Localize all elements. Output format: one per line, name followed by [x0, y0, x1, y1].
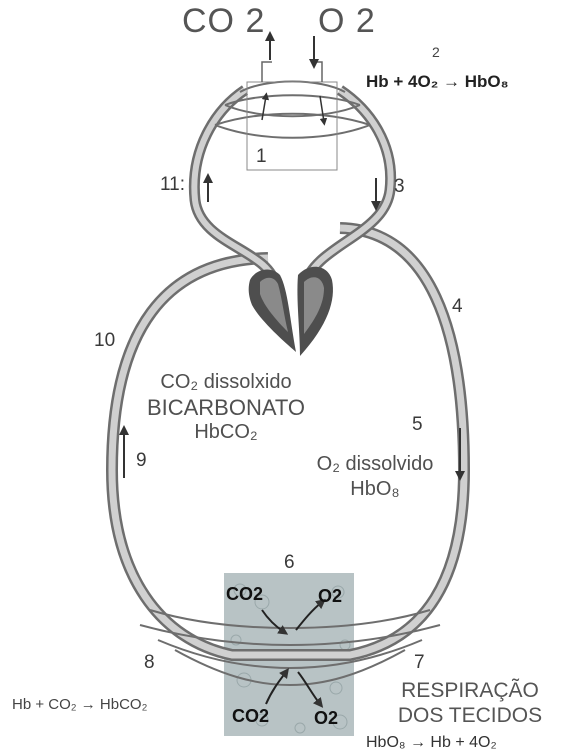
caption-line-2: DOS TECIDOS — [372, 703, 568, 728]
venous-line-2: BICARBONATO — [126, 395, 326, 420]
o2-lung-label: O 2 — [318, 2, 376, 41]
label-1: 1 — [256, 146, 267, 168]
tissue-respiration-caption: RESPIRAÇÃO DOS TECIDOS — [372, 678, 568, 728]
co2-lung-label: CO 2 — [182, 2, 265, 41]
capillary-equation: Hb + CO₂ → HbCO₂ — [12, 696, 147, 713]
arterial-blood-text: O₂ dissolvido HbO₈ — [290, 452, 460, 502]
tissue-o2-bottom: O2 — [314, 708, 338, 729]
label-4: 4 — [452, 296, 463, 318]
label-5: 5 — [412, 414, 423, 436]
lung-equation: Hb + 4O₂ → HbO₈ — [366, 72, 509, 92]
tissue-o2-top: O2 — [318, 586, 342, 607]
lung-equation-index: 2 — [432, 44, 440, 60]
label-9: 9 — [136, 450, 147, 472]
lung-arrow-right — [320, 96, 324, 122]
label-7: 7 — [414, 652, 425, 674]
venous-line-3: HbCO₂ — [126, 420, 326, 445]
label-8: 8 — [144, 652, 155, 674]
label-3: 3 — [394, 176, 405, 198]
label-10: 10 — [94, 330, 115, 352]
arterial-line-1: O₂ dissolvido — [290, 452, 460, 477]
label-6: 6 — [284, 552, 295, 574]
lung-arrow-left — [262, 96, 266, 120]
arterial-line-2: HbO₈ — [290, 477, 460, 502]
tissue-co2-bottom: CO2 — [232, 706, 269, 727]
label-11: 11: — [160, 174, 185, 196]
caption-line-1: RESPIRAÇÃO — [372, 678, 568, 703]
tissue-equation: HbO₈ → Hb + 4O₂ — [366, 734, 497, 752]
tissue-co2-top: CO2 — [226, 584, 263, 605]
venous-blood-text: CO₂ dissolxido BICARBONATO HbCO₂ — [126, 370, 326, 445]
venous-line-1: CO₂ dissolxido — [126, 370, 326, 395]
